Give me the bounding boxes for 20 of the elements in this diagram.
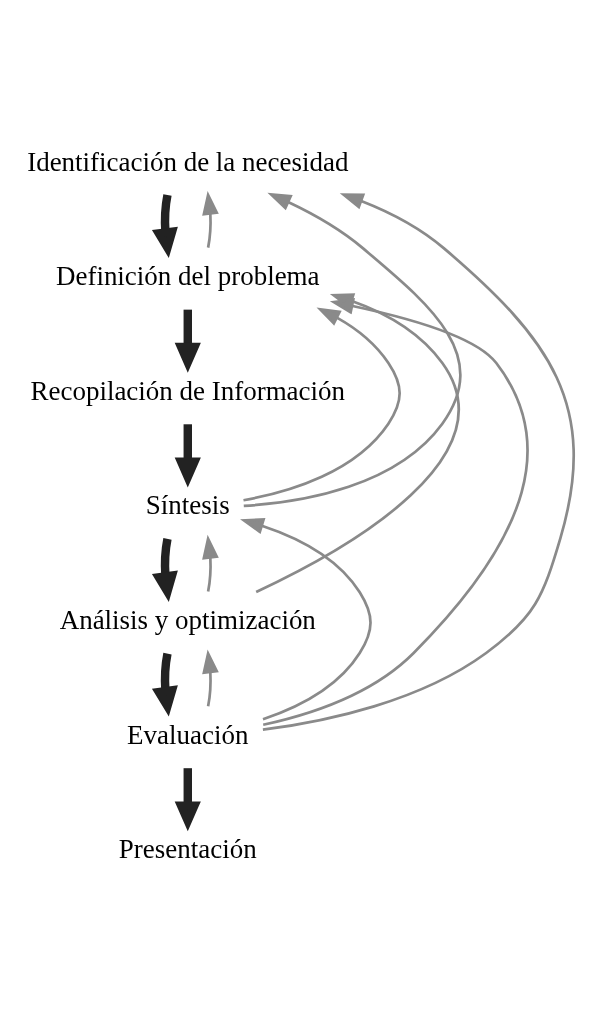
node-text: Presentación — [118, 834, 257, 865]
node-text: Evaluación — [127, 719, 249, 750]
arrow — [202, 190, 219, 248]
arrow — [202, 649, 219, 707]
arrow — [262, 193, 575, 732]
arrow — [262, 297, 529, 727]
node-text: Identificación de la necesidad — [27, 146, 349, 177]
arrow — [243, 307, 401, 502]
arrow — [174, 309, 201, 373]
arrow — [174, 424, 201, 488]
arrow — [243, 192, 462, 508]
node-text: Definición del problema — [55, 261, 320, 292]
node-text: Recopilación de Información — [30, 375, 346, 406]
node-text: Análisis y optimización — [59, 605, 316, 636]
arrow — [151, 194, 178, 259]
arrow — [174, 768, 201, 832]
node-text: Síntesis — [145, 490, 230, 521]
arrow — [202, 534, 219, 592]
arrow — [240, 518, 372, 721]
arrow — [151, 538, 178, 602]
